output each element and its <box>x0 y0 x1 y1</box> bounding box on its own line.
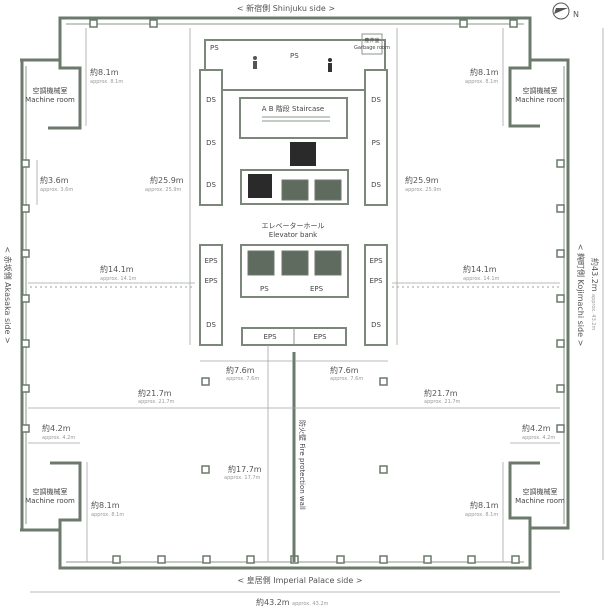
dimensions-d3-6-jp: 約3.6m <box>40 175 69 185</box>
rooms-machine-room-jp: 空調機械室 <box>523 487 558 496</box>
rooms-machine-room-en: Machine room <box>25 497 75 505</box>
rooms-machine-room-en: Machine room <box>515 96 565 104</box>
staircase-label: A B 階段 Staircase <box>262 104 325 113</box>
rooms-ps: PS <box>372 139 381 147</box>
dimensions-d4-2-en: approx. 4.2m <box>522 435 555 441</box>
elevator-shaft <box>247 250 275 276</box>
dimensions-d7-6-en: approx. 7.6m <box>226 376 259 382</box>
rooms-ds: DS <box>371 321 381 329</box>
dimensions-d14-1-en: approx. 14.1m <box>100 276 137 282</box>
dimensions-d21-7-jp: 約21.7m <box>138 388 172 398</box>
dimensions-d4-2-en: approx. 4.2m <box>42 435 75 441</box>
rooms-eps: EPS <box>369 277 383 285</box>
dimensions-d43-2-jp: 約43.2m <box>256 597 290 607</box>
dimensions-d3-6-en: approx. 3.6m <box>40 187 73 193</box>
dimensions-d8-1-jp: 約8.1m <box>90 67 119 77</box>
dimensions-d8-1-en: approx. 8.1m <box>90 79 123 85</box>
dimension-labels: 約8.1m approx. 8.1m 約8.1m approx. 8.1m 約3.6… <box>40 67 600 607</box>
restroom-icon <box>253 56 332 72</box>
garbage-room-jp: 塵芥室 <box>364 37 379 44</box>
dimensions-d8-1-en: approx. 8.1m <box>465 79 498 85</box>
machine-room-bottom-left: 空調機械室 Machine room <box>20 461 82 532</box>
dimensions-d21-7-en: approx. 21.7m <box>424 399 461 405</box>
rooms-machine-room-en: Machine room <box>515 497 565 505</box>
elevator-shaft <box>314 179 342 201</box>
rooms-eps: EPS <box>369 257 383 265</box>
rooms-ps: PS <box>290 52 299 60</box>
elevator-hall-jp: エレベーターホール <box>262 221 325 230</box>
rooms-ds: DS <box>206 181 216 189</box>
dimensions-d43-2-en: approx. 43.2m <box>292 601 329 607</box>
dimensions-d21-7-en: approx. 21.7m <box>138 399 175 405</box>
rooms-ds: DS <box>206 96 216 104</box>
garbage-room-en: Garbage room <box>354 45 390 51</box>
dimensions-d25-9-jp: 約25.9m <box>405 175 439 185</box>
dimensions-d25-9-en: approx. 25.9m <box>405 187 442 193</box>
rooms-machine-room-jp: 空調機械室 <box>33 487 68 496</box>
dimensions-d4-2-jp: 約4.2m <box>42 423 71 433</box>
rooms-ps: PS <box>260 285 269 293</box>
rooms-eps: EPS <box>204 277 218 285</box>
rooms-ds: DS <box>206 321 216 329</box>
dimensions-d14-1-jp: 約14.1m <box>100 264 134 274</box>
elevator-shaft <box>281 250 309 276</box>
rooms-eps: EPS <box>204 257 218 265</box>
machine-room-bottom-right: 空調機械室 Machine room <box>508 461 568 530</box>
rooms-ps: PS <box>210 44 219 52</box>
dimension-lines <box>28 28 604 593</box>
dimensions-d7-6-en: approx. 7.6m <box>330 376 363 382</box>
elevator-shaft <box>314 250 342 276</box>
dimensions-d17-7-en: approx. 17.7m <box>224 475 261 481</box>
dimensions-d8-1-en: approx. 8.1m <box>465 512 498 518</box>
elevator-shaft <box>281 179 309 201</box>
north-arrow-icon: N <box>552 2 579 20</box>
dimensions-d14-1-jp: 約14.1m <box>463 264 497 274</box>
north-label: N <box>573 10 579 19</box>
core: PS PS 塵芥室 Garbage room DS DS DS DS PS DS… <box>199 33 390 346</box>
rooms-ds: DS <box>371 181 381 189</box>
rooms-machine-room-jp: 空調機械室 <box>33 86 68 95</box>
elevator-shaft <box>290 142 316 166</box>
fire-wall-label: 防火壁 Fire protection wall <box>298 420 307 510</box>
rooms-eps: EPS <box>310 285 324 293</box>
rooms-ds: DS <box>206 139 216 147</box>
dimensions-d8-1-jp: 約8.1m <box>470 67 499 77</box>
rooms-eps: EPS <box>313 333 327 341</box>
dimensions-d8-1-en: approx. 8.1m <box>91 512 124 518</box>
rooms-machine-room-en: Machine room <box>25 96 75 104</box>
dimensions-d43-2-en: approx. 43.2m <box>590 294 596 331</box>
dimensions-d25-9-jp: 約25.9m <box>150 175 184 185</box>
dimensions-d21-7-jp: 約21.7m <box>424 388 458 398</box>
machine-room-top-right: 空調機械室 Machine room <box>508 58 568 128</box>
rooms-ds: DS <box>371 96 381 104</box>
dimensions-d8-1-jp: 約8.1m <box>91 500 120 510</box>
dimensions-d8-1-jp: 約8.1m <box>470 500 499 510</box>
rooms-eps: EPS <box>263 333 277 341</box>
side-label-right: < 麹町側 Kojimachi side > <box>576 244 586 347</box>
dimensions-d14-1-en: approx. 14.1m <box>463 276 500 282</box>
dimensions-d4-2-jp: 約4.2m <box>522 423 551 433</box>
elevator-shaft <box>248 174 272 198</box>
elevator-hall-en: Elevator bank <box>269 231 318 239</box>
dimensions-d43-2-jp: 約43.2m <box>590 258 600 292</box>
machine-room-top-left: 空調機械室 Machine room <box>20 58 82 130</box>
side-label-top: < 新宿側 Shinjuku side > <box>237 3 335 13</box>
dimensions-d25-9-en: approx. 25.9m <box>145 187 182 193</box>
dimensions-d7-6-jp: 約7.6m <box>330 365 359 375</box>
side-label-bottom: < 皇居側 Imperial Palace side > <box>237 575 362 585</box>
dimensions-d17-7-jp: 約17.7m <box>228 464 262 474</box>
rooms-machine-room-jp: 空調機械室 <box>523 86 558 95</box>
dimensions-d7-6-jp: 約7.6m <box>226 365 255 375</box>
side-label-left: < 赤坂側 Akasaka side > <box>3 246 13 343</box>
